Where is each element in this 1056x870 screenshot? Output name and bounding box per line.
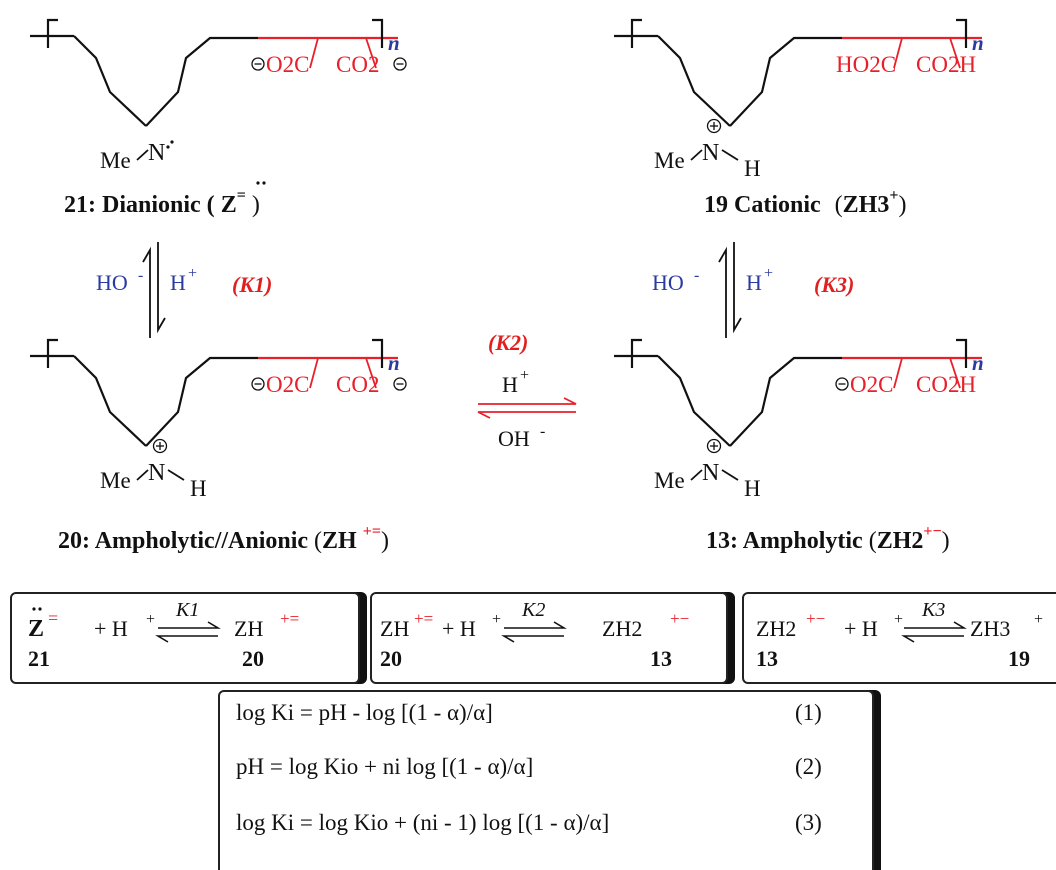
equations-box: log Ki = pH - log [(1 - α)/α] (1) pH = l…: [218, 690, 874, 870]
s21-n: N: [148, 140, 165, 166]
equation-1: log Ki = pH - log [(1 - α)/α]: [236, 700, 493, 725]
k3-constant: (K3): [814, 272, 854, 297]
reaction-box-k1: Z = + H + K1 ZH += 21 20: [10, 592, 360, 684]
k1-acid: H: [170, 270, 186, 295]
structure-21-dianionic: Me N O2C CO2 n 21: Dianionic (Z=): [28, 18, 407, 218]
svg-text:-: -: [694, 267, 699, 284]
s21-me: Me: [100, 148, 131, 173]
reaction-box-k2: ZH += + H + K2 ZH2 +− 20 13: [370, 592, 728, 684]
structure-13-ampholytic: Me N H O2C CO2H n 13: Ampholytic(ZH2+−): [612, 338, 984, 554]
svg-text:20: 20: [242, 646, 264, 671]
k3-acid: H: [746, 270, 762, 295]
k2-constant: (K2): [488, 330, 528, 355]
s19-me: Me: [654, 148, 685, 173]
svg-text:+ H: + H: [844, 616, 878, 641]
s19-right-acid: CO2H: [916, 52, 976, 77]
k1-base: HO: [96, 270, 128, 295]
s21-left-acid: O2C: [266, 52, 309, 77]
svg-text:ZH: ZH: [380, 616, 409, 641]
equilibrium-k1: HO - H + (K1): [96, 242, 272, 338]
s20-left-acid: O2C: [266, 372, 309, 397]
svg-text:=: =: [48, 608, 58, 628]
svg-text:+: +: [492, 611, 501, 628]
svg-text:+: +: [1034, 611, 1043, 628]
svg-text:+=: +=: [414, 609, 433, 628]
s20-right-acid: CO2: [336, 372, 379, 397]
svg-text:19: 19: [1008, 646, 1030, 671]
svg-text:ZH3: ZH3: [970, 616, 1010, 641]
s19-left-acid: HO2C: [836, 52, 896, 77]
svg-text:K2: K2: [521, 599, 545, 621]
s20-caption: 20: Ampholytic//Anionic(ZH+=): [58, 523, 389, 554]
svg-text:+ H: + H: [442, 616, 476, 641]
equation-2-number: (2): [795, 754, 822, 779]
s21-n-index: n: [388, 31, 400, 55]
k2-base: OH: [498, 426, 530, 451]
svg-text:-: -: [540, 423, 545, 440]
k2-acid: H: [502, 372, 518, 397]
equilibrium-k3: HO - H + (K3): [652, 242, 854, 338]
s13-n: N: [702, 460, 719, 486]
s20-h: H: [190, 476, 207, 501]
svg-text:Z: Z: [28, 616, 44, 642]
svg-text:+: +: [146, 611, 155, 628]
structure-19-cationic: Me N H HO2C CO2H n 19 Cationic(ZH3+): [612, 18, 984, 218]
svg-text:+: +: [188, 265, 197, 282]
svg-text:+: +: [894, 611, 903, 628]
svg-text:ZH: ZH: [234, 616, 263, 641]
equation-3-number: (3): [795, 810, 822, 835]
svg-text:+: +: [764, 265, 773, 282]
svg-text:-: -: [138, 267, 143, 284]
equation-1-number: (1): [795, 700, 822, 725]
svg-text:ZH2: ZH2: [756, 616, 796, 641]
s21-right-acid: CO2: [336, 52, 379, 77]
k1-constant: (K1): [232, 272, 272, 297]
reaction-box-k3: ZH2 +− + H + K3 ZH3 + 13 19: [742, 592, 1056, 684]
s13-left-acid: O2C: [850, 372, 893, 397]
svg-text:20: 20: [380, 646, 402, 671]
svg-text:K3: K3: [921, 599, 945, 621]
s13-caption: 13: Ampholytic(ZH2+−): [706, 523, 950, 554]
s20-n-index: n: [388, 351, 400, 375]
s13-me: Me: [654, 468, 685, 493]
reaction-k1: Z = + H + K1 ZH += 21 20: [28, 599, 299, 671]
s13-h: H: [744, 476, 761, 501]
k3-base: HO: [652, 270, 684, 295]
s13-n-index: n: [972, 351, 984, 375]
reaction-k3: ZH2 +− + H + K3 ZH3 + 13 19: [756, 599, 1043, 671]
equation-2: pH = log Kio + ni log [(1 - α)/α]: [236, 754, 534, 779]
svg-text:+=: +=: [280, 609, 299, 628]
svg-text:+−: +−: [806, 609, 825, 628]
reaction-k2: ZH += + H + K2 ZH2 +− 20 13: [380, 599, 689, 671]
s19-caption: 19 Cationic(ZH3+): [704, 187, 906, 218]
svg-text:ZH2: ZH2: [602, 616, 642, 641]
s20-me: Me: [100, 468, 131, 493]
svg-text:13: 13: [756, 646, 778, 671]
s19-n: N: [702, 140, 719, 166]
svg-text:K1: K1: [175, 599, 199, 621]
svg-text:+ H: + H: [94, 616, 128, 641]
s21-caption: 21: Dianionic (Z=): [64, 187, 260, 218]
s20-n: N: [148, 460, 165, 486]
svg-text:13: 13: [650, 646, 672, 671]
structure-20-ampholytic-anionic: Me N H O2C CO2 n 20: Ampholytic//Anionic…: [28, 338, 407, 554]
s13-right-acid: CO2H: [916, 372, 976, 397]
equation-3: log Ki = log Kio + (ni - 1) log [(1 - α)…: [236, 810, 610, 835]
s19-h: H: [744, 156, 761, 181]
svg-text:+: +: [520, 367, 529, 384]
svg-text:+−: +−: [670, 609, 689, 628]
svg-text:21: 21: [28, 646, 50, 671]
s19-n-index: n: [972, 31, 984, 55]
equilibrium-k2: (K2) H + OH -: [477, 330, 577, 451]
